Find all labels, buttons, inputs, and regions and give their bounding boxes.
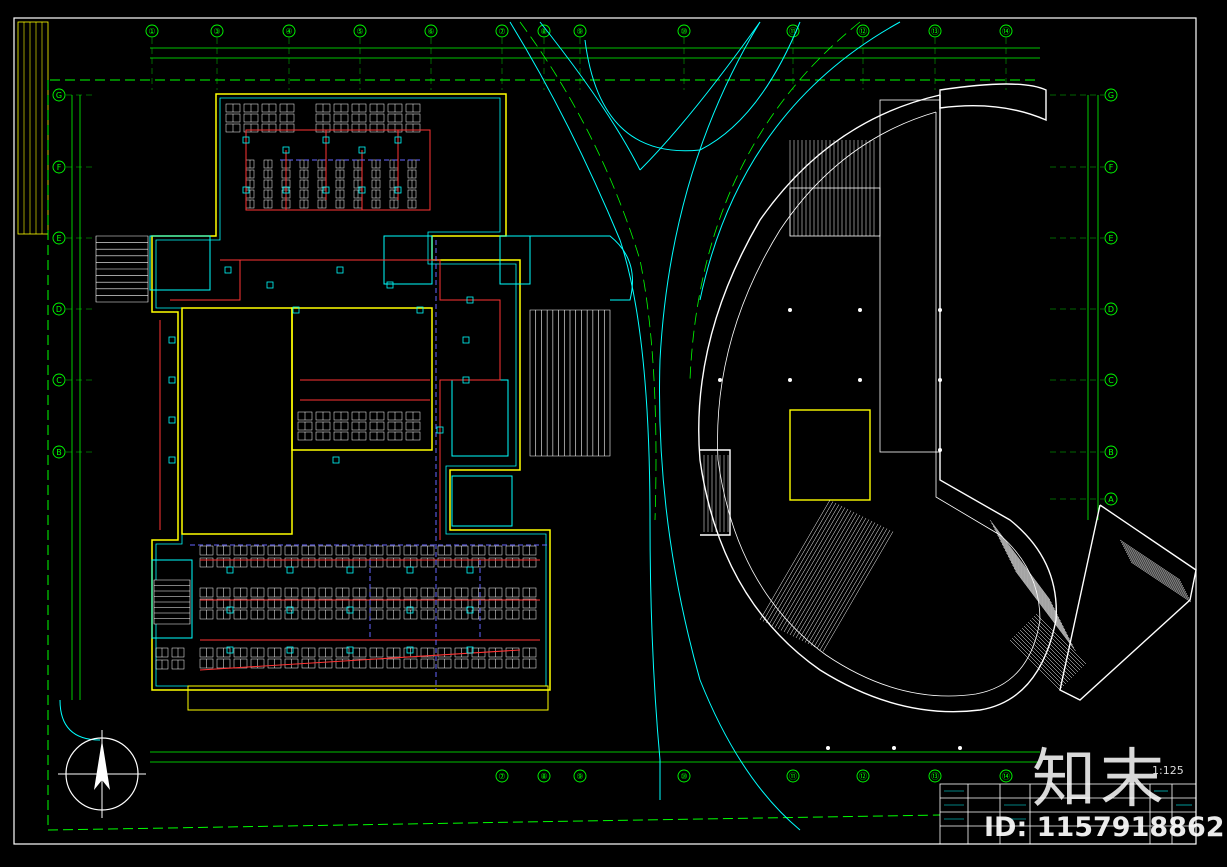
grid-bubble-label: E xyxy=(1108,234,1113,243)
grid-bubble-top: ⑭ xyxy=(999,24,1013,38)
north-arrow xyxy=(58,730,146,818)
bleacher-seating xyxy=(703,140,1192,691)
grid-bubble-label: B xyxy=(56,448,62,457)
grid-bubble-right: G xyxy=(1104,88,1118,102)
revision-strip xyxy=(17,21,49,235)
gymnasium-building xyxy=(698,83,1197,713)
grid-bubble-label: C xyxy=(1108,376,1114,385)
grid-bubble-label: ⑭ xyxy=(1002,27,1010,36)
title-block-entries xyxy=(944,790,1192,820)
grid-bubble-label: E xyxy=(56,234,61,243)
grid-bubble-label: ⑩ xyxy=(680,772,687,781)
reading-tables xyxy=(155,103,537,670)
sprinkler-fixtures xyxy=(168,136,474,654)
grid-bubble-label: F xyxy=(1109,163,1114,172)
grid-bubble-label: ⑫ xyxy=(859,772,867,781)
grid-bubble-label: ⑧ xyxy=(540,27,547,36)
grid-bubble-label: ⑬ xyxy=(931,772,939,781)
watermark-id: ID: 1157918862 xyxy=(984,812,1225,843)
library-building xyxy=(149,93,551,711)
grid-bubble-right: E xyxy=(1104,231,1118,245)
grid-bubble-bottom: ⑨ xyxy=(573,769,587,783)
scale-label: 1:125 xyxy=(1152,764,1184,777)
grid-bubble-bottom: ⑭ xyxy=(999,769,1013,783)
grid-bubble-label: ⑦ xyxy=(498,772,505,781)
grid-bubble-label: D xyxy=(56,305,62,314)
grid-bubble-left: C xyxy=(52,373,66,387)
grid-bubble-top: ⑥ xyxy=(424,24,438,38)
grid-bubble-top: ⑬ xyxy=(928,24,942,38)
grid-bubble-top: ⑦ xyxy=(495,24,509,38)
grid-bubble-label: A xyxy=(1108,495,1114,504)
grid-bubble-label: G xyxy=(56,91,62,100)
structural-columns xyxy=(718,308,962,750)
grid-bubble-bottom: ⑬ xyxy=(928,769,942,783)
grid-bubble-label: F xyxy=(57,163,62,172)
grid-bubble-label: ① xyxy=(148,27,155,36)
grid-bubble-right: D xyxy=(1104,302,1118,316)
site-path xyxy=(519,21,861,521)
grid-bubble-label: ⑧ xyxy=(540,772,547,781)
grid-bubble-label: ⑥ xyxy=(427,27,434,36)
title-block xyxy=(939,783,1197,845)
grid-bubble-label: ⑬ xyxy=(931,27,939,36)
dimension-lines xyxy=(71,47,1099,763)
grid-bubble-top: ④ xyxy=(282,24,296,38)
grid-bubble-label: ⑪ xyxy=(789,27,797,36)
grid-bubble-top: ① xyxy=(145,24,159,38)
grid-bubble-label: ⑨ xyxy=(576,27,583,36)
watermark-logo: 知末 xyxy=(1032,743,1168,817)
grid-bubble-top: ⑧ xyxy=(537,24,551,38)
grid-bubble-bottom: ⑫ xyxy=(856,769,870,783)
drain-piping xyxy=(190,159,550,690)
grid-bubble-right: B xyxy=(1104,445,1118,459)
grid-bubble-bottom: ⑪ xyxy=(786,769,800,783)
grid-bubble-top: ⑨ xyxy=(573,24,587,38)
grid-bubble-label: ⑪ xyxy=(789,772,797,781)
grid-bubble-left: G xyxy=(52,88,66,102)
grid-bubble-top: ⑫ xyxy=(856,24,870,38)
grid-bubble-right: C xyxy=(1104,373,1118,387)
grid-bubble-left: F xyxy=(52,160,66,174)
grid-bubble-top: ③ xyxy=(210,24,224,38)
grid-bubble-bottom: ⑩ xyxy=(677,769,691,783)
grid-bubble-label: ⑩ xyxy=(680,27,687,36)
grid-bubble-bottom: ⑦ xyxy=(495,769,509,783)
grid-bubble-top: ⑤ xyxy=(353,24,367,38)
grid-bubble-label: ⑨ xyxy=(576,772,583,781)
grid-bubble-label: ④ xyxy=(285,27,292,36)
grid-bubble-bottom: ⑧ xyxy=(537,769,551,783)
grid-bubble-right: F xyxy=(1104,160,1118,174)
grid-bubble-label: G xyxy=(1108,91,1114,100)
grid-bubble-label: ⑭ xyxy=(1002,772,1010,781)
road-curbs xyxy=(59,21,901,831)
grid-bubble-label: ⑤ xyxy=(356,27,363,36)
grid-bubble-left: B xyxy=(52,445,66,459)
grid-bubble-label: D xyxy=(1108,305,1114,314)
grid-bubble-label: ⑦ xyxy=(498,27,505,36)
entrance-steps xyxy=(95,235,611,625)
grid-bubble-label: ③ xyxy=(213,27,220,36)
grid-bubble-label: C xyxy=(56,376,62,385)
grid-bubble-top: ⑪ xyxy=(786,24,800,38)
grid-bubble-label: ⑫ xyxy=(859,27,867,36)
grid-bubble-right: A xyxy=(1104,492,1118,506)
site-boundary xyxy=(47,79,1040,831)
grid-bubble-left: D xyxy=(52,302,66,316)
sheet-border xyxy=(13,17,1197,845)
grid-bubble-left: E xyxy=(52,231,66,245)
grid-bubble-label: B xyxy=(1108,448,1114,457)
grid-bubble-top: ⑩ xyxy=(677,24,691,38)
